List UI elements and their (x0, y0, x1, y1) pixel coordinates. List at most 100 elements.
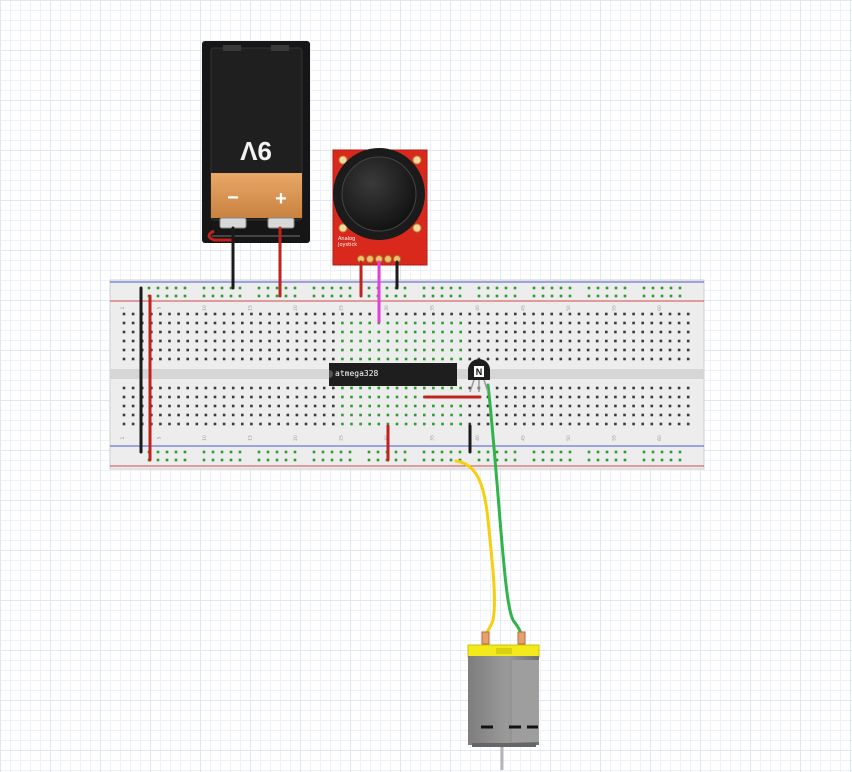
breadboard-hole (477, 330, 481, 334)
breadboard-hole (686, 413, 690, 417)
breadboard-hole (659, 404, 663, 408)
breadboard-hole (677, 339, 681, 343)
breadboard-hole (386, 357, 390, 361)
breadboard-hole (286, 357, 290, 361)
breadboard-hole (222, 422, 226, 426)
breadboard-hole (431, 294, 435, 298)
battery-minus-label: − (227, 187, 239, 209)
breadboard-hole (477, 312, 481, 316)
motor-terminal-left (481, 631, 490, 645)
breadboard-column-label: 55 (611, 305, 617, 311)
breadboard-hole (468, 330, 472, 334)
joystick-mount-hole-br (412, 223, 422, 233)
breadboard-hole (595, 386, 599, 390)
breadboard-hole (431, 458, 435, 462)
breadboard-hole (532, 357, 535, 361)
breadboard-column-label: 5 (156, 306, 162, 309)
breadboard-hole (504, 450, 508, 454)
breadboard-hole (204, 312, 208, 316)
breadboard-hole (404, 357, 408, 361)
breadboard-hole (250, 357, 253, 361)
breadboard-hole (186, 404, 189, 408)
breadboard-hole (532, 294, 536, 298)
breadboard-hole (550, 395, 553, 399)
breadboard-hole (341, 312, 344, 316)
breadboard-hole (614, 404, 617, 408)
breadboard-hole (605, 294, 609, 298)
breadboard-hole (623, 312, 626, 316)
joystick-header-pin (366, 255, 374, 263)
breadboard-hole (284, 458, 288, 462)
breadboard-hole (131, 330, 135, 334)
breadboard-hole (413, 422, 417, 426)
breadboard-hole (495, 321, 499, 325)
breadboard-hole (322, 312, 326, 316)
breadboard-hole (286, 395, 290, 399)
breadboard-column-label: 40 (475, 305, 481, 311)
breadboard-hole (286, 339, 290, 343)
breadboard-hole (295, 357, 299, 361)
breadboard-hole (441, 357, 444, 361)
breadboard-hole (277, 321, 280, 325)
breadboard-hole (204, 348, 208, 352)
breadboard-hole (650, 413, 654, 417)
breadboard-hole (293, 458, 297, 462)
breadboard-hole (222, 330, 226, 334)
breadboard-hole (541, 321, 544, 325)
breadboard-hole (385, 286, 389, 290)
breadboard-hole (623, 386, 626, 390)
breadboard-hole (368, 395, 371, 399)
breadboard-hole (211, 294, 215, 298)
breadboard-hole (386, 404, 390, 408)
breadboard-hole (595, 330, 599, 334)
breadboard-hole (213, 404, 217, 408)
breadboard-hole (159, 357, 162, 361)
breadboard-hole (377, 330, 381, 334)
breadboard-hole (238, 294, 242, 298)
breadboard-hole (623, 294, 627, 298)
breadboard-hole (275, 294, 279, 298)
breadboard-hole (322, 321, 326, 325)
breadboard-hole (313, 330, 317, 334)
breadboard-hole (359, 404, 362, 408)
breadboard-hole (359, 312, 362, 316)
breadboard-hole (495, 312, 499, 316)
breadboard-hole (368, 348, 371, 352)
breadboard-hole (395, 395, 399, 399)
breadboard-hole (368, 312, 371, 316)
breadboard-hole (450, 386, 453, 390)
breadboard-hole (623, 404, 626, 408)
breadboard-hole (286, 422, 290, 426)
breadboard-hole (257, 450, 261, 454)
breadboard-hole (668, 413, 672, 417)
breadboard-column-label: 35 (429, 305, 435, 311)
breadboard-hole (304, 404, 308, 408)
breadboard-hole (404, 321, 408, 325)
battery-copper-band (211, 173, 302, 218)
breadboard-hole (495, 386, 499, 390)
breadboard-hole (222, 404, 226, 408)
breadboard-hole (313, 413, 317, 417)
breadboard-hole (632, 321, 635, 325)
breadboard-hole (367, 294, 371, 298)
breadboard-hole (131, 404, 135, 408)
breadboard-hole (677, 404, 681, 408)
breadboard-hole (377, 348, 381, 352)
breadboard-hole (159, 312, 162, 316)
breadboard-hole (441, 312, 444, 316)
breadboard-hole (477, 321, 481, 325)
breadboard-hole (660, 286, 664, 290)
breadboard-hole (350, 339, 353, 343)
breadboard-hole (650, 386, 654, 390)
breadboard-hole (641, 339, 644, 343)
breadboard-column-label: 1 (120, 306, 126, 309)
breadboard-hole (514, 339, 517, 343)
breadboard-hole (532, 386, 535, 390)
breadboard-hole (229, 294, 233, 298)
breadboard-hole (514, 422, 517, 426)
breadboard-hole (268, 357, 271, 361)
breadboard-hole (659, 386, 663, 390)
breadboard-hole (174, 286, 178, 290)
breadboard-hole (559, 286, 563, 290)
breadboard-hole (368, 413, 371, 417)
